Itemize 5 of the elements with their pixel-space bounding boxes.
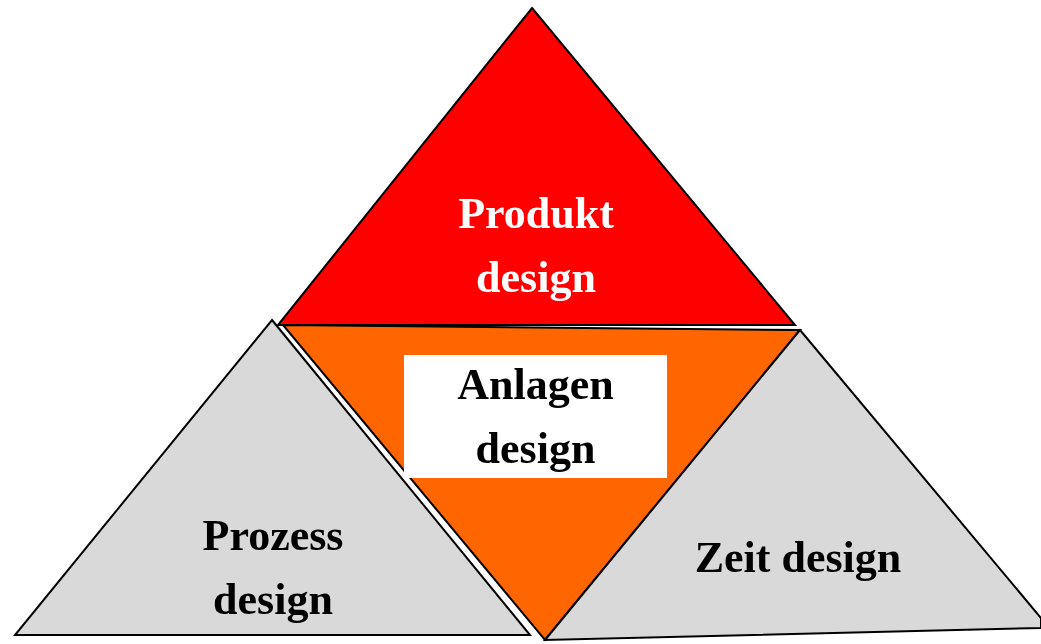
node-label: Produkt design (457, 188, 615, 304)
node-label: Prozess design (201, 510, 345, 626)
node-label: Zeit design (693, 532, 903, 585)
triangle (276, 6, 798, 328)
node-label: Anlagen design (404, 355, 667, 478)
